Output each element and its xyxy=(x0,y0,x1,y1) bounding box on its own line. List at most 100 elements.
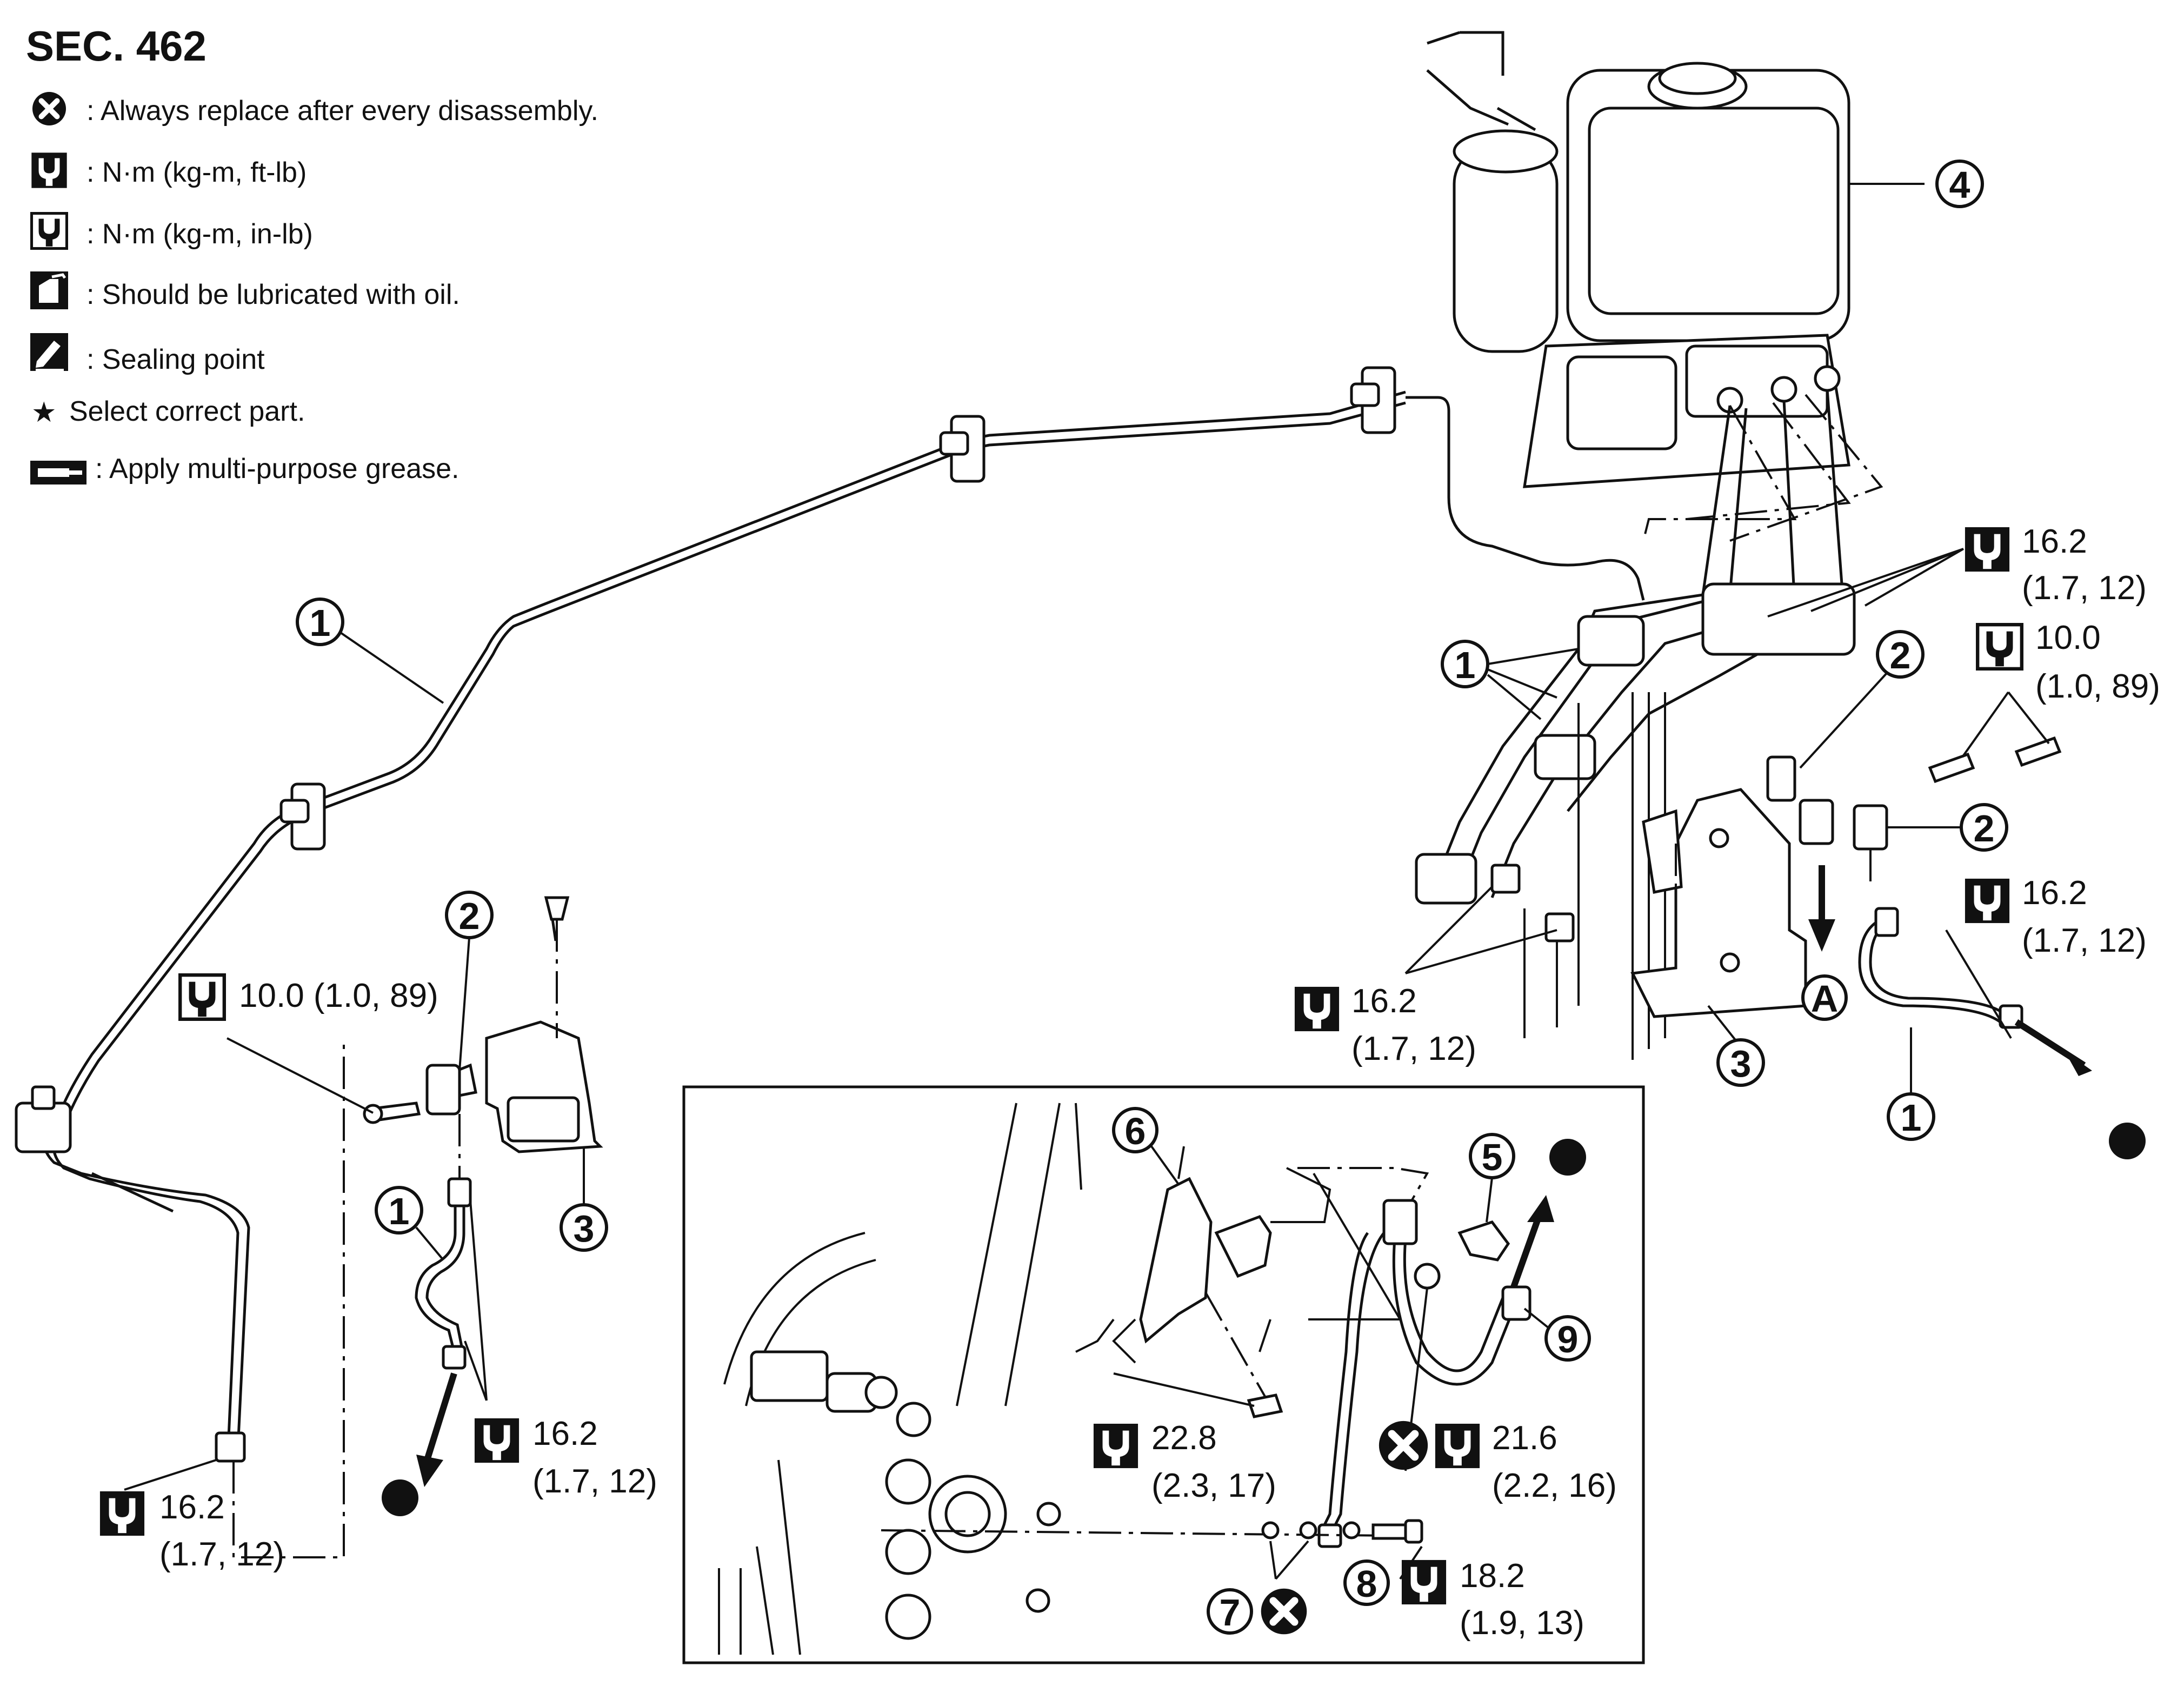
tube-clip xyxy=(939,415,986,483)
union-bolt xyxy=(881,1519,1423,1544)
brake-disc xyxy=(718,1103,1082,1655)
legend-row-grease: : Apply multi-purpose grease. xyxy=(30,453,459,485)
legend-row-seal: : Sealing point xyxy=(30,333,265,375)
torque-wrench-icon xyxy=(474,1418,520,1463)
detail-inset xyxy=(682,1085,1645,1664)
x-circle-icon xyxy=(32,92,66,125)
legend-row-replace: : Always replace after every disassembly… xyxy=(32,92,598,127)
svg-text:1: 1 xyxy=(1901,1097,1922,1139)
torque-label: 10.0 (1.0, 89) xyxy=(180,975,438,1019)
svg-text:(1.7, 12): (1.7, 12) xyxy=(2022,569,2147,607)
svg-text:(1.7, 12): (1.7, 12) xyxy=(159,1536,284,1573)
svg-text:(2.2, 16): (2.2, 16) xyxy=(1492,1467,1617,1504)
torque-wrench-icon xyxy=(1401,1559,1447,1605)
callout-9: 9 xyxy=(1544,1315,1591,1362)
connection-dot xyxy=(1549,1139,1586,1176)
bolt-icon xyxy=(1928,691,2062,784)
svg-text:3: 3 xyxy=(1730,1043,1752,1085)
legend: SEC. 462 : Always replace after every di… xyxy=(26,22,598,485)
callout-1: 1 xyxy=(296,598,444,704)
abs-actuator xyxy=(1426,31,1925,488)
svg-text:(1.0, 89): (1.0, 89) xyxy=(2035,668,2160,705)
bracket-left xyxy=(425,896,603,1153)
callout-3: 3 xyxy=(1707,1005,1765,1087)
callout-6: 6 xyxy=(1112,1107,1180,1185)
tube-clip xyxy=(279,782,326,851)
torque-label: 16.2 (1.7, 12) xyxy=(1767,523,2147,618)
callout-1: 1 xyxy=(375,1186,423,1235)
bolt-icon xyxy=(227,1037,421,1124)
svg-text:4: 4 xyxy=(1949,164,1970,206)
section-title: SEC. 462 xyxy=(26,22,207,70)
callout-4: 4 xyxy=(1935,160,1984,208)
svg-text:16.2: 16.2 xyxy=(2022,874,2087,912)
brake-hose-bracket xyxy=(1075,1167,1429,1418)
callout-1: 1 xyxy=(1441,640,1579,720)
callout-7: 7 xyxy=(1207,1588,1253,1635)
legend-row-torque-inlb: : N·m (kg-m, in-lb) xyxy=(31,213,313,250)
torque-wrench-filled-icon xyxy=(1977,625,2022,669)
torque-wrench-filled-icon xyxy=(180,975,224,1019)
svg-text:16.2: 16.2 xyxy=(532,1415,598,1452)
legend-row-star: ★ Select correct part. xyxy=(31,396,305,428)
svg-text:16.2: 16.2 xyxy=(1351,983,1417,1020)
brake-tube-long xyxy=(15,366,1645,1558)
callout-2: 2 xyxy=(1799,630,1925,769)
callout-5: 5 xyxy=(1469,1133,1515,1223)
x-circle-icon xyxy=(1261,1589,1307,1635)
oil-can-icon xyxy=(30,271,68,309)
star-icon: ★ xyxy=(31,397,57,428)
torque-label: 21.6 (2.2, 16) xyxy=(1379,1419,1617,1504)
svg-text:8: 8 xyxy=(1356,1563,1377,1605)
torque-label: 16.2 (1.7, 12) xyxy=(1965,874,2147,959)
x-circle-icon xyxy=(1379,1421,1428,1470)
svg-text:16.2: 16.2 xyxy=(159,1489,225,1526)
svg-text:(2.3, 17): (2.3, 17) xyxy=(1151,1467,1276,1504)
svg-text:5: 5 xyxy=(1482,1136,1503,1178)
torque-label: 22.8 (2.3, 17) xyxy=(1093,1419,1276,1504)
svg-text:(1.7, 12): (1.7, 12) xyxy=(532,1463,657,1500)
legend-text: : Should be lubricated with oil. xyxy=(86,279,460,310)
torque-wrench-icon xyxy=(1965,527,2010,572)
arrow-a xyxy=(1808,865,1835,952)
connection-dot xyxy=(382,1479,418,1516)
bracket-right xyxy=(1630,755,1888,1018)
legend-text: : Sealing point xyxy=(86,344,265,375)
brake-tube-right xyxy=(1858,907,2146,1159)
tube-clip xyxy=(1350,366,1396,434)
svg-text:A: A xyxy=(1811,978,1839,1020)
sealant-pen-icon xyxy=(30,333,68,371)
callout-3: 3 xyxy=(560,1146,608,1252)
svg-text:6: 6 xyxy=(1125,1110,1146,1152)
svg-text:(1.9, 13): (1.9, 13) xyxy=(1460,1604,1584,1642)
svg-text:22.8: 22.8 xyxy=(1151,1419,1217,1457)
torque-wrench-icon xyxy=(1093,1423,1138,1469)
tube-clip xyxy=(15,1085,72,1153)
torque-label: 10.0 (1.0, 89) xyxy=(1977,619,2160,705)
legend-text: Select correct part. xyxy=(69,396,305,427)
callout-2: 2 xyxy=(1887,803,2008,852)
torque-label: 16.2 (1.7, 12) xyxy=(99,1459,284,1573)
legend-text: : N·m (kg-m, in-lb) xyxy=(86,218,313,250)
svg-text:2: 2 xyxy=(1974,807,1995,849)
svg-text:1: 1 xyxy=(310,602,331,644)
abs-brake-tubes xyxy=(1415,389,1883,1060)
svg-text:9: 9 xyxy=(1557,1318,1579,1360)
svg-text:(1.7, 12): (1.7, 12) xyxy=(1351,1030,1476,1067)
legend-text: : Apply multi-purpose grease. xyxy=(95,453,459,485)
clip-lock xyxy=(1457,1220,1510,1262)
svg-text:2: 2 xyxy=(1890,634,1911,676)
brake-tube-left-short xyxy=(382,1114,488,1516)
torque-wrench-icon xyxy=(1294,986,1340,1032)
callout-2: 2 xyxy=(445,891,494,1071)
svg-text:16.2: 16.2 xyxy=(2022,523,2087,560)
svg-text:1: 1 xyxy=(1455,644,1476,686)
torque-wrench-icon xyxy=(31,152,67,188)
svg-text:(1.7, 12): (1.7, 12) xyxy=(2022,922,2147,959)
torque-wrench-icon xyxy=(99,1491,145,1536)
svg-text:2: 2 xyxy=(459,895,480,937)
svg-text:21.6: 21.6 xyxy=(1492,1419,1557,1457)
grease-gun-icon xyxy=(30,461,86,485)
torque-wrench-icon xyxy=(1965,878,2010,924)
